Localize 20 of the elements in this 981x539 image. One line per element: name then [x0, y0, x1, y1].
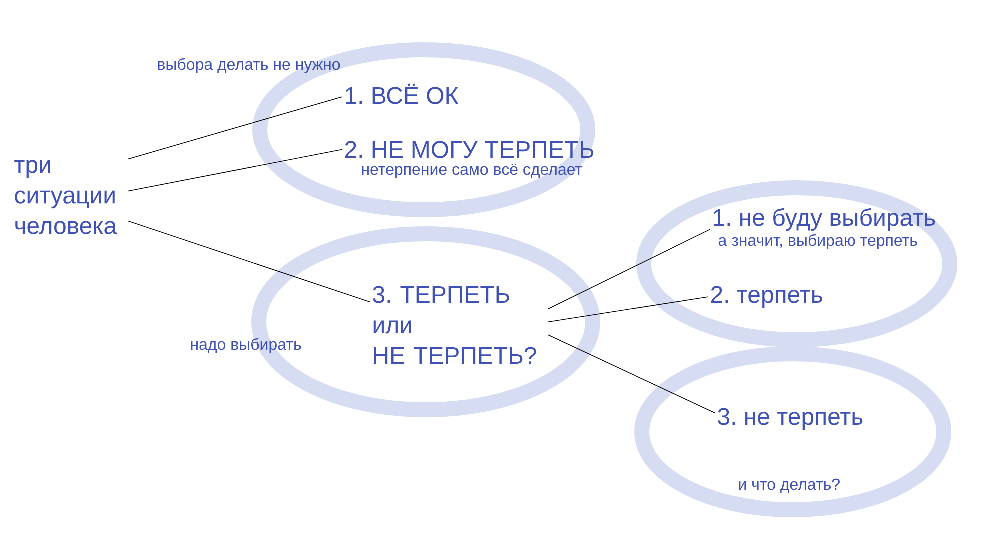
option-label: 1. ВСЁ ОК: [346, 84, 459, 104]
connector-line: [548, 296, 708, 322]
connector-line: [548, 229, 710, 310]
topic-label: три ситуации человека: [14, 160, 118, 234]
caption-text: выбора делать не нужно: [158, 58, 340, 74]
caption-text: надо выбирать: [191, 338, 302, 354]
connector-line: [128, 96, 342, 160]
connector-line: [128, 220, 370, 302]
note-text: а значит, выбираю терпеть: [718, 234, 918, 250]
note-text: нетерпение само всё сделает: [362, 164, 582, 178]
option-label: 3. не терпеть: [718, 408, 863, 430]
ellipse-ring: [634, 346, 952, 518]
note-text: и что делать?: [739, 478, 840, 494]
connector-line: [548, 334, 716, 414]
option-label: 1. не буду выбирать: [714, 208, 936, 231]
option-label: 3. ТЕРПЕТЬ или НЕ ТЕРПЕТЬ?: [373, 286, 536, 364]
connector-line: [128, 149, 342, 192]
option-label: 2. НЕ МОГУ ТЕРПЕТЬ: [345, 141, 594, 158]
option-label: 2. терпеть: [711, 286, 822, 308]
ellipse-ring: [636, 180, 958, 348]
